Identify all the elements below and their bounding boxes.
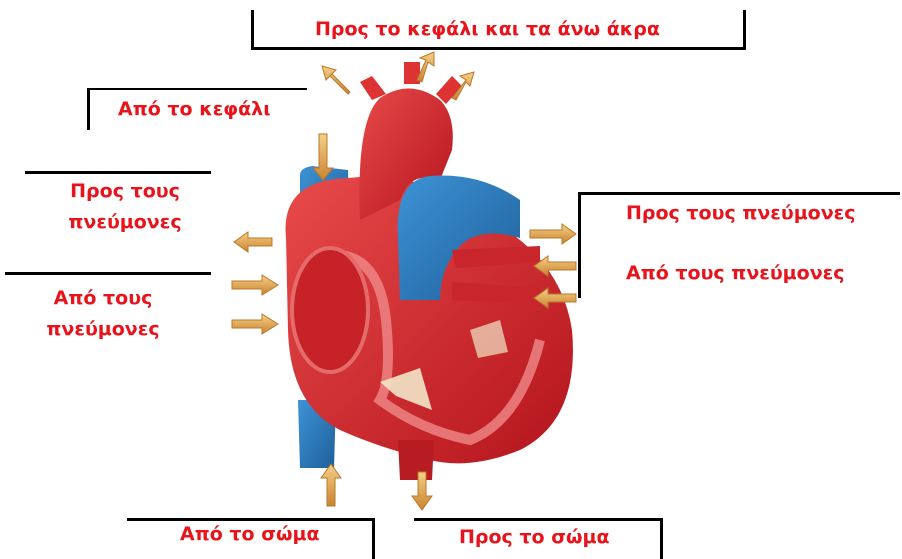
line-lungs-left-mid	[5, 272, 211, 275]
bracket-top-left-vertical	[251, 10, 254, 50]
label-to-lungs-left-line2: πνεύμονες	[40, 209, 210, 236]
label-from-lungs-left: Από τους πνεύμονες	[18, 285, 188, 343]
label-to-body: Προς το σώμα	[459, 524, 610, 551]
bracket-top-bottom	[251, 47, 746, 50]
label-from-lungs-left-line2: πνεύμονες	[18, 316, 188, 343]
bracket-right-top	[578, 192, 900, 195]
label-to-lungs-left-line1: Προς τους	[40, 178, 210, 205]
bracket-bottom-right-top	[414, 518, 662, 521]
bracket-bottom-right-vertical	[660, 518, 663, 559]
bracket-from-head-vertical	[87, 88, 90, 130]
line-to-lungs-left-top	[25, 171, 211, 174]
label-to-head-and-upper-limbs: Προς το κεφάλι και τα άνω άκρα	[315, 16, 660, 43]
bracket-from-head-top	[87, 88, 307, 90]
label-from-lungs-left-line1: Από τους	[18, 285, 188, 312]
label-to-lungs-right: Προς τους πνεύμονες	[626, 200, 856, 227]
label-from-body: Από το σώμα	[180, 521, 320, 548]
right-atrium	[292, 248, 368, 372]
label-from-head: Από το κεφάλι	[118, 96, 271, 123]
label-to-lungs-left: Προς τους πνεύμονες	[40, 178, 210, 236]
bracket-right-vertical	[578, 192, 581, 298]
label-from-lungs-right: Από τους πνεύμονες	[626, 260, 844, 287]
bracket-bottom-left-vertical	[372, 518, 375, 559]
bracket-top-right-vertical	[743, 10, 746, 50]
